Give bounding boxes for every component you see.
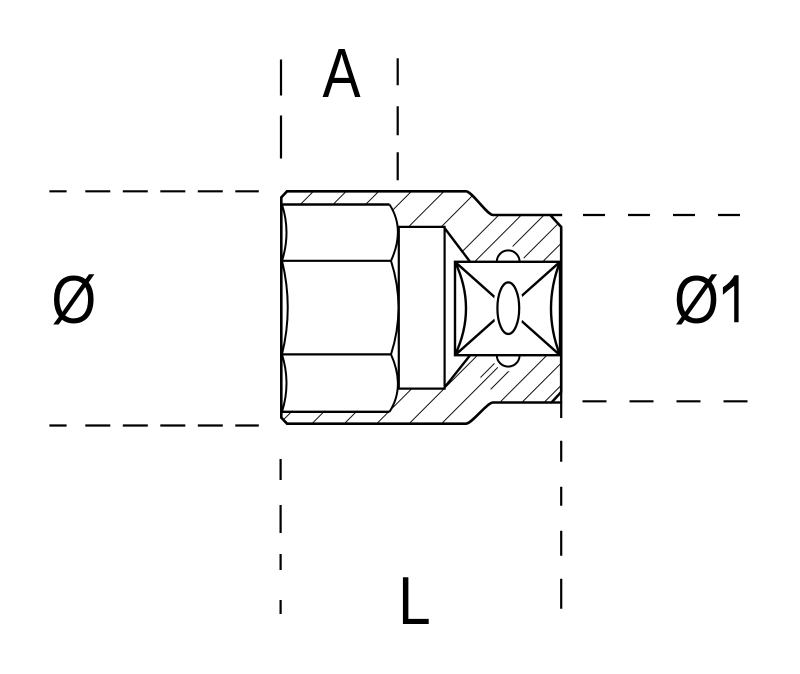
- svg-text:A: A: [323, 35, 362, 113]
- svg-text:Ø: Ø: [51, 263, 96, 338]
- svg-text:Ø: Ø: [674, 263, 719, 338]
- svg-text:L: L: [398, 564, 431, 639]
